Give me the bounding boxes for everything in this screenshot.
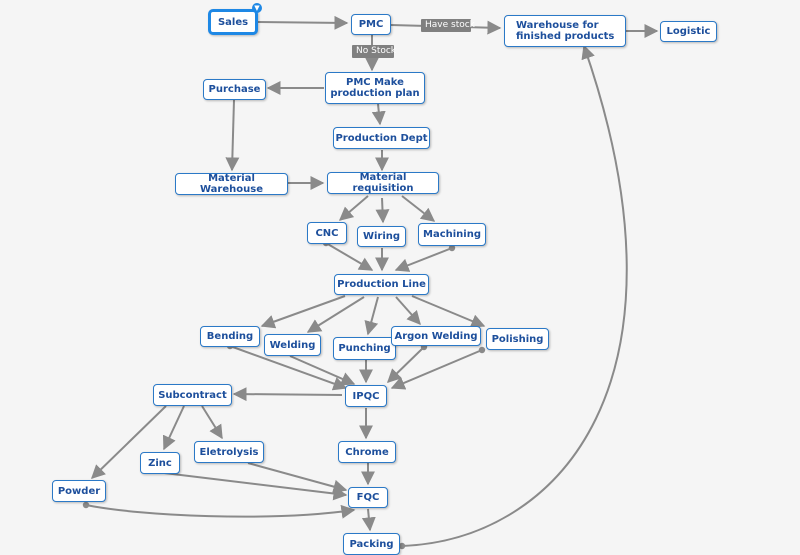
edge-pl-argon xyxy=(395,296,421,326)
node-warehouse-finished-products[interactable]: Warehouse for finished products xyxy=(504,15,626,47)
edge-requisition-cnc xyxy=(338,195,369,221)
node-argon-welding[interactable]: Argon Welding xyxy=(391,326,481,346)
node-fqc[interactable]: FQC xyxy=(348,487,388,508)
edge-zinc-fqc xyxy=(155,471,348,501)
node-sales[interactable]: Sales xyxy=(208,9,258,35)
node-bending[interactable]: Bending xyxy=(200,326,260,347)
node-production-line[interactable]: Production Line xyxy=(334,274,429,295)
node-welding[interactable]: Welding xyxy=(264,334,321,356)
node-ipqc[interactable]: IPQC xyxy=(345,385,387,407)
edge-purchase-material-warehouse xyxy=(225,99,240,172)
have-stock-label: Have stock xyxy=(421,19,475,32)
edge-requisition-machining xyxy=(401,195,436,222)
edge-pl-polishing xyxy=(411,295,486,328)
node-chrome[interactable]: Chrome xyxy=(338,441,396,463)
node-punching[interactable]: Punching xyxy=(333,337,396,360)
node-pmc[interactable]: PMC xyxy=(351,14,391,35)
node-production-dept[interactable]: Production Dept xyxy=(333,127,430,149)
edge-cnc-production-line xyxy=(325,242,374,271)
edge-pl-punching xyxy=(364,296,379,336)
edge-subcontract-powder xyxy=(90,405,167,479)
edge-welding-ipqc xyxy=(289,355,356,386)
edge-pl-bending xyxy=(260,295,346,329)
edge-bending-ipqc xyxy=(229,345,348,391)
edge-packing-warehouse xyxy=(401,44,628,547)
edge-powder-fqc xyxy=(85,504,356,519)
edge-requisition-wiring xyxy=(375,197,390,224)
chevron-down-icon[interactable]: ▼ xyxy=(252,3,262,13)
edge-subcontract-zinc xyxy=(162,405,185,451)
node-powder[interactable]: Powder xyxy=(52,480,106,502)
node-pmc-make-production-plan[interactable]: PMC Make production plan xyxy=(325,72,425,104)
edge-argon-ipqc xyxy=(386,346,425,383)
node-packing[interactable]: Packing xyxy=(343,533,400,555)
node-zinc[interactable]: Zinc xyxy=(140,452,180,474)
node-material-warehouse[interactable]: Material Warehouse xyxy=(175,173,288,195)
edge-machining-production-line xyxy=(394,247,453,272)
edge-fqc-packing xyxy=(361,508,376,532)
node-logistic[interactable]: Logistic xyxy=(660,21,717,42)
edge-subcontract-eletrolysis xyxy=(201,405,223,440)
no-stock-label: No Stock xyxy=(352,45,396,58)
node-polishing[interactable]: Polishing xyxy=(486,328,549,350)
node-cnc[interactable]: CNC xyxy=(307,222,347,244)
node-eletrolysis[interactable]: Eletrolysis xyxy=(194,441,264,463)
node-material-requisition[interactable]: Material requisition xyxy=(327,172,439,194)
node-subcontract[interactable]: Subcontract xyxy=(153,384,232,406)
edge-pl-welding xyxy=(306,296,365,333)
edge-polishing-ipqc xyxy=(390,349,483,390)
edge-eletrolysis-fqc xyxy=(247,462,348,494)
edge-plan-production-dept xyxy=(371,103,386,126)
edge-ipqc-subcontract xyxy=(232,387,343,402)
node-purchase[interactable]: Purchase xyxy=(203,79,266,100)
node-wiring[interactable]: Wiring xyxy=(357,226,406,247)
node-machining[interactable]: Machining xyxy=(418,223,486,246)
edge-sales-pmc xyxy=(257,15,349,30)
